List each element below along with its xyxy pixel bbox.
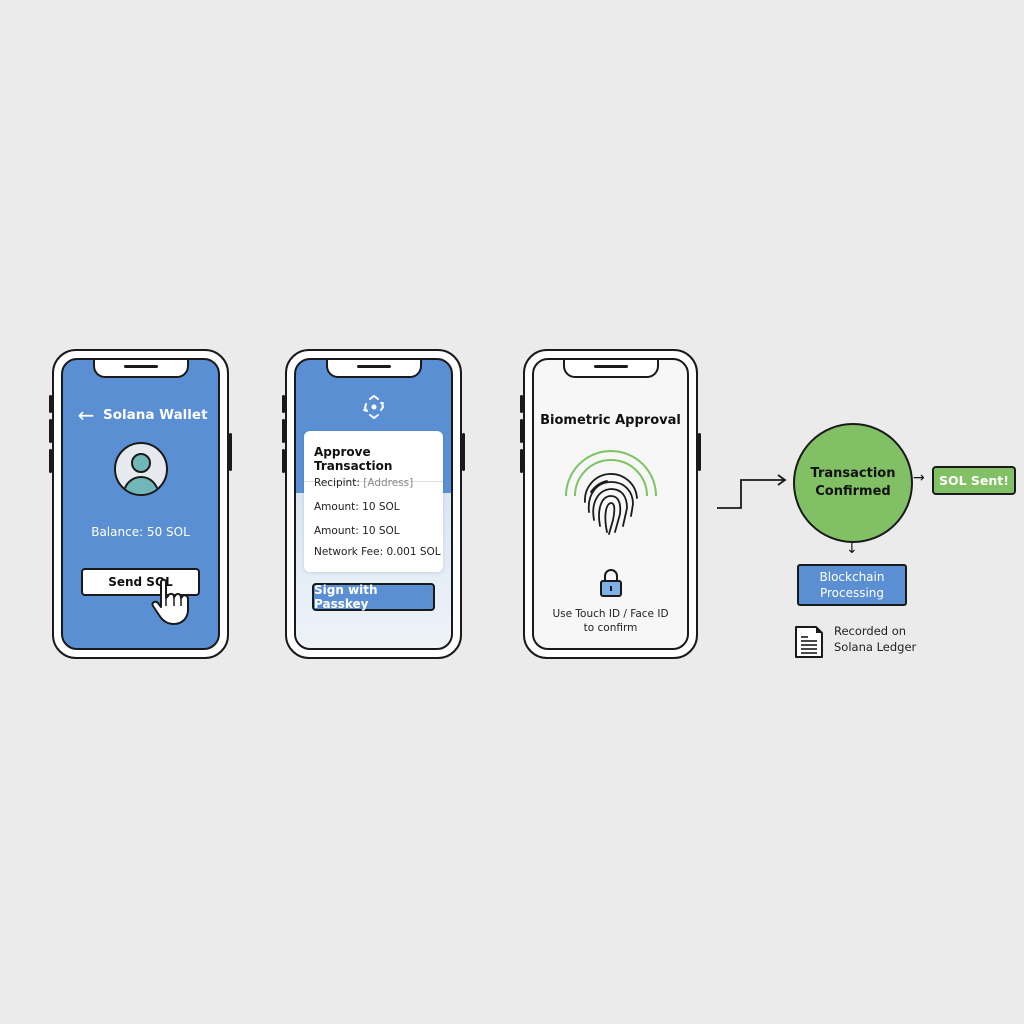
ledger-record-text: Recorded on Solana Ledger <box>834 624 917 654</box>
sign-with-passkey-button[interactable]: Sign with Passkey <box>312 583 435 611</box>
side-button <box>698 433 701 471</box>
arrow-right-icon: → <box>913 470 925 486</box>
card-title: Approve Transaction <box>304 431 443 482</box>
approve-screen: Approve Transaction Recipint: [Address] … <box>294 358 453 650</box>
amount-row: Amount: 10 SOL <box>314 525 400 537</box>
side-button <box>282 419 285 443</box>
document-icon <box>795 626 823 658</box>
side-button <box>462 433 465 471</box>
arrow-left-icon[interactable]: ← <box>77 403 95 427</box>
user-avatar-icon <box>113 442 168 496</box>
phone-notch <box>325 360 422 378</box>
arrow-down-icon: ↓ <box>846 541 858 557</box>
hand-pointer-icon <box>151 578 189 625</box>
blockchain-processing-node: Blockchain Processing <box>797 564 907 606</box>
biometric-phone: Biometric Approval Use Touch ID / Face I… <box>520 349 701 659</box>
approve-transaction-card: Approve Transaction Recipint: [Address] … <box>304 431 443 572</box>
side-button <box>520 449 523 473</box>
wallet-phone: ← Solana Wallet Balance: 50 SOL Send SOL <box>49 349 232 659</box>
amount-row: Amount: 10 SOL <box>314 501 400 513</box>
phone-notch <box>92 360 189 378</box>
network-fee-row: Network Fee: 0.001 SOL <box>314 546 441 558</box>
biometric-title: Biometric Approval <box>540 413 681 428</box>
approve-phone: Approve Transaction Recipint: [Address] … <box>282 349 465 659</box>
side-button <box>229 433 232 471</box>
side-button <box>49 395 52 413</box>
send-sol-button[interactable]: Send SOL <box>81 568 200 596</box>
fingerprint-icon[interactable] <box>561 448 661 538</box>
wallet-header: ← Solana Wallet <box>71 405 218 425</box>
sol-sent-badge: SOL Sent! <box>932 466 1016 495</box>
face-scan-icon <box>362 394 384 420</box>
side-button <box>49 419 52 443</box>
phone-notch <box>562 360 659 378</box>
side-button <box>282 395 285 413</box>
biometric-screen: Biometric Approval Use Touch ID / Face I… <box>532 358 689 650</box>
side-button <box>49 449 52 473</box>
side-button <box>282 449 285 473</box>
lock-icon <box>599 569 622 597</box>
balance-text: Balance: 50 SOL <box>91 525 190 539</box>
wallet-title: Solana Wallet <box>103 407 208 423</box>
side-button <box>520 395 523 413</box>
wallet-screen: ← Solana Wallet Balance: 50 SOL Send SOL <box>61 358 220 650</box>
flow-connector-arrow <box>717 474 787 509</box>
biometric-caption: Use Touch ID / Face ID to confirm <box>552 608 669 634</box>
side-button <box>520 419 523 443</box>
transaction-confirmed-node: Transaction Confirmed <box>793 423 913 543</box>
recipient-row: Recipint: [Address] <box>314 477 414 489</box>
